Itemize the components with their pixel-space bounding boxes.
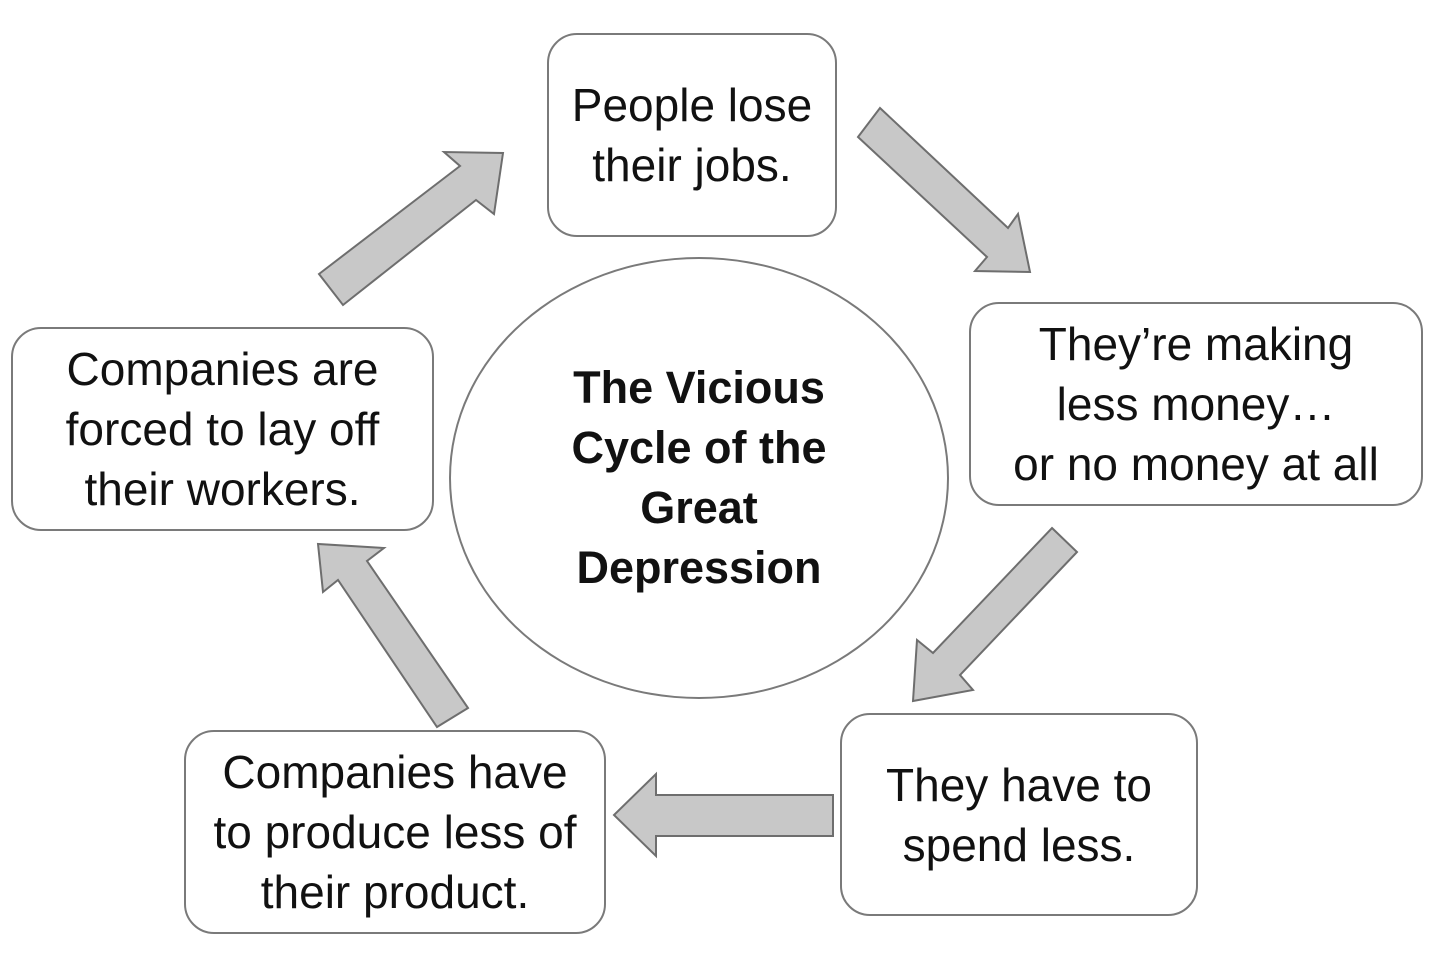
step-text-line: or no money at all <box>1013 438 1379 490</box>
step-text-line: their jobs. <box>592 139 792 191</box>
arrow-produce-to-layoff <box>316 542 470 729</box>
arrow-jobs-to-money <box>856 106 1032 274</box>
step-text-line: Companies have <box>222 746 568 798</box>
step-box-produce-less: Companies have to produce less of their … <box>184 730 606 934</box>
center-title-line: Depression <box>576 542 822 593</box>
step-text-line: Companies are <box>66 343 379 395</box>
center-title-line: The Vicious <box>573 362 825 413</box>
center-title-line: Great <box>640 482 758 533</box>
step-text-line: spend less. <box>902 818 1136 871</box>
center-title-line: Cycle of the <box>571 422 827 473</box>
step-text-line: People lose <box>571 79 813 131</box>
step-box-less-money: They’re making less money… or no money a… <box>969 302 1423 506</box>
step-text-line: their product. <box>260 866 530 918</box>
step-text-line: their workers. <box>84 463 361 515</box>
arrow-layoff-to-jobs <box>317 150 505 307</box>
center-title-circle: The Vicious Cycle of the Great Depressio… <box>449 257 949 699</box>
arrow-money-to-spend <box>911 526 1079 703</box>
step-text-line: forced to lay off <box>65 403 380 455</box>
step-box-spend-less: They have to spend less. <box>840 713 1198 916</box>
arrow-spend-to-produce <box>612 771 834 859</box>
step-box-lose-jobs: People lose their jobs. <box>547 33 837 237</box>
step-text-line: less money… <box>1056 378 1336 430</box>
step-box-lay-off-workers: Companies are forced to lay off their wo… <box>11 327 434 531</box>
step-text-line: to produce less of <box>213 806 577 858</box>
step-text-line: They have to <box>886 758 1152 811</box>
step-text-line: They’re making <box>1038 318 1354 370</box>
